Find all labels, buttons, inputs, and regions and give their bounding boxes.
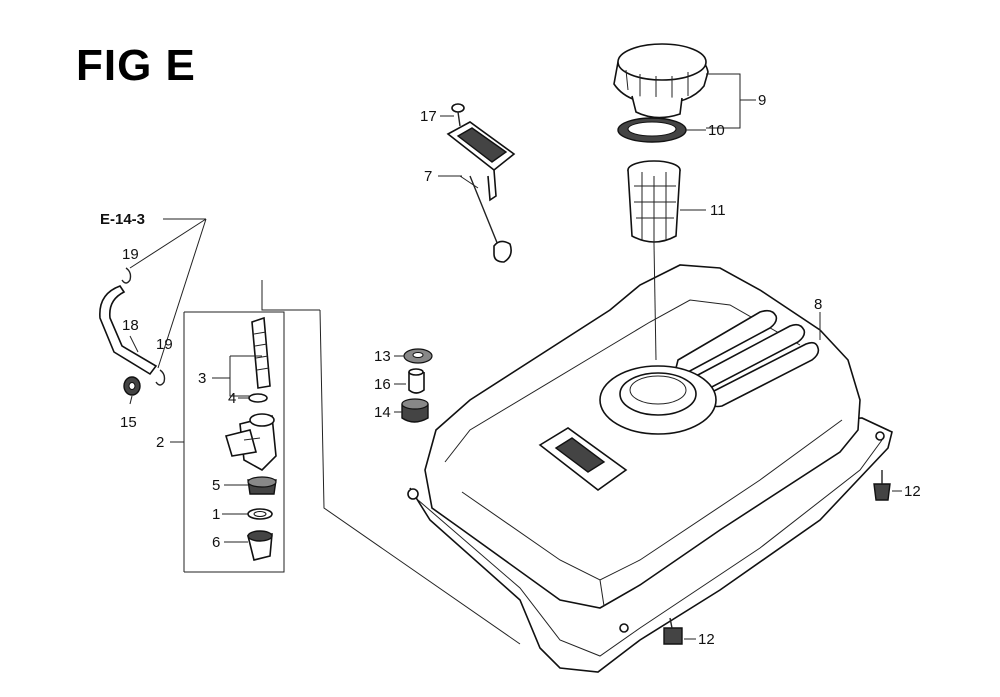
callout-1: 1 — [212, 506, 221, 523]
hose-clip-lower — [155, 369, 166, 386]
fuel-cap — [613, 43, 709, 119]
fuel-cock-assembly — [183, 280, 521, 645]
reference-label: E-14-3 — [100, 211, 146, 228]
callout-12-right: 12 — [904, 483, 921, 500]
screw — [451, 103, 465, 127]
bolt-bottom — [663, 617, 683, 645]
grommet-set — [401, 348, 433, 423]
callout-2: 2 — [156, 434, 165, 451]
callout-4: 4 — [228, 390, 237, 407]
callout-11: 11 — [710, 202, 726, 219]
callout-7: 7 — [424, 168, 433, 185]
callout-12-bottom: 12 — [698, 631, 715, 648]
callout-15: 15 — [120, 414, 137, 431]
fuel-strainer — [627, 160, 681, 361]
fuel-hose — [99, 285, 158, 376]
callout-5: 5 — [212, 477, 221, 494]
leader-lines — [129, 73, 902, 640]
callout-3: 3 — [198, 370, 207, 387]
callout-16: 16 — [374, 376, 391, 393]
callout-14: 14 — [374, 404, 391, 421]
callout-18: 18 — [122, 317, 139, 334]
fuel-gauge — [446, 121, 516, 263]
callout-17: 17 — [420, 108, 437, 125]
figure-title: FIG E — [76, 41, 196, 90]
callout-19-upper: 19 — [122, 246, 139, 263]
cap-gasket — [617, 117, 687, 143]
joint-15 — [123, 376, 141, 396]
callout-8: 8 — [814, 296, 823, 313]
callout-19-lower: 19 — [156, 336, 173, 353]
callout-10: 10 — [708, 122, 725, 139]
fuel-tank — [407, 264, 893, 673]
hose-clip-upper — [121, 267, 132, 284]
bolt-right — [873, 470, 891, 501]
callout-13: 13 — [374, 348, 391, 365]
callout-9: 9 — [758, 92, 767, 109]
callout-6: 6 — [212, 534, 221, 551]
